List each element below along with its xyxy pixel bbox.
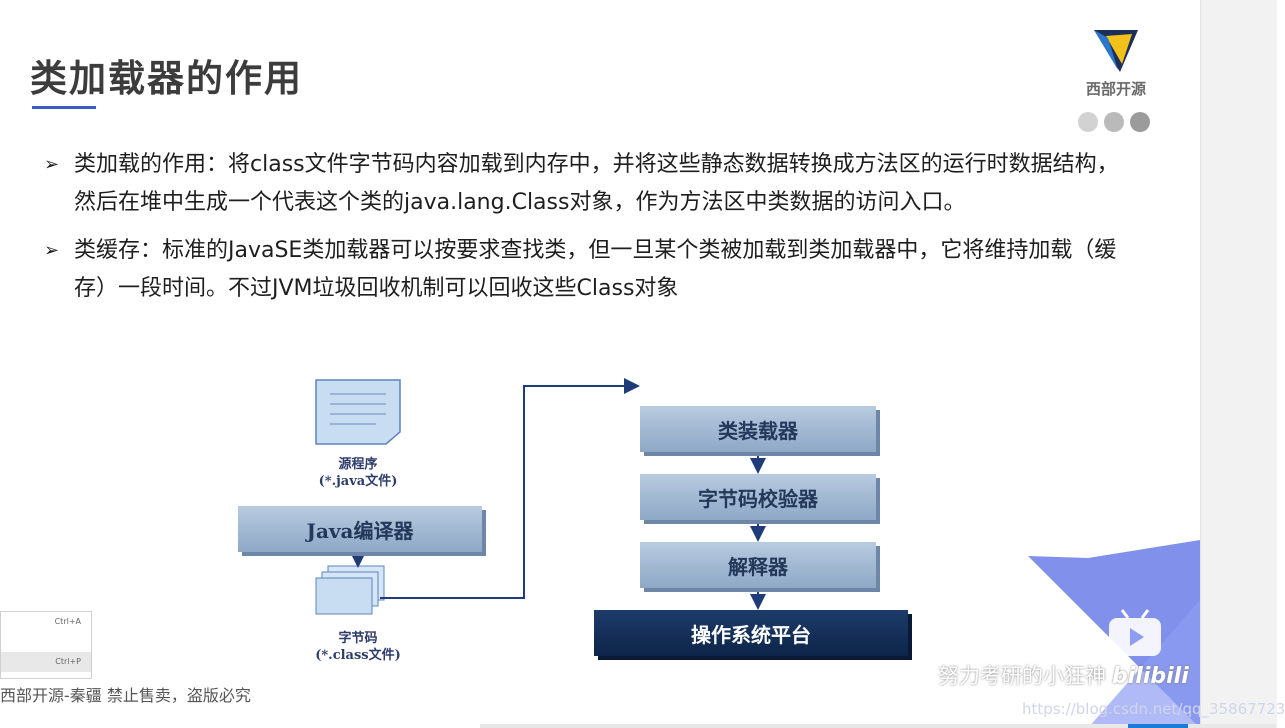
video-watermark: 努力考研的小狂神	[938, 664, 1106, 688]
nav-dot-3	[1130, 112, 1150, 132]
bytecode-verifier-box: 字节码校验器	[640, 474, 876, 520]
menu-item-print[interactable]: Ctrl+P	[1, 652, 91, 672]
bullet-list: ➢ 类加载的作用：将class文件字节码内容加载到内存中，并将这些静态数据转换成…	[44, 146, 1134, 318]
menu-item-select-all[interactable]: Ctrl+A	[54, 617, 81, 626]
logo-text: 西部开源	[1085, 80, 1146, 98]
xibu-logo-icon	[1094, 30, 1138, 72]
right-scroll-panel[interactable]	[1200, 0, 1277, 728]
source-file-icon	[315, 379, 401, 445]
scrollbar-thumb[interactable]	[1128, 724, 1188, 728]
bullet-arrow-icon: ➢	[44, 154, 60, 175]
class-loader-box: 类装载器	[640, 406, 876, 452]
menu-separator	[1, 632, 91, 652]
bullet-item: ➢ 类加载的作用：将class文件字节码内容加载到内存中，并将这些静态数据转换成…	[44, 146, 1134, 222]
source-sub: (*.java文件)	[318, 474, 398, 489]
bottom-scrollbar[interactable]	[480, 724, 1276, 728]
jvm-diagram: 源程序 (*.java文件) Java编译器 字节码 (*.class文件) 类…	[230, 370, 930, 670]
bytecode-sub: (*.class文件)	[315, 648, 401, 663]
title-underline	[32, 106, 96, 109]
bytecode-files-icon	[315, 565, 385, 615]
bullet-text: 类缓存：标准的JavaSE类加载器可以按要求查找类，但一旦某个类被加载到类加载器…	[74, 238, 1117, 301]
context-menu: Ctrl+A Ctrl+P	[0, 611, 92, 679]
bullet-arrow-icon: ➢	[44, 240, 60, 261]
bytecode-caption: 字节码 (*.class文件)	[294, 630, 422, 664]
bilibili-logo: bilibili	[1112, 664, 1189, 689]
source-url: https://blog.csdn.net/qq_35867723	[1022, 700, 1285, 718]
bullet-item: ➢ 类缓存：标准的JavaSE类加载器可以按要求查找类，但一旦某个类被加载到类加…	[44, 232, 1134, 308]
java-compiler-box: Java编译器	[238, 506, 482, 552]
source-caption: 源程序 (*.java文件)	[300, 456, 416, 490]
nav-dot-1	[1078, 112, 1098, 132]
bytecode-label: 字节码	[338, 631, 378, 646]
bullet-text: 类加载的作用：将class文件字节码内容加载到内存中，并将这些静态数据转换成方法…	[74, 152, 1119, 215]
nav-dot-2	[1104, 112, 1124, 132]
footer-copyright: 西部开源-秦疆 禁止售卖，盗版必究	[0, 686, 251, 705]
slide: 类加载器的作用 西部开源 ➢ 类加载的作用：将class文件字节码内容加载到内存…	[0, 30, 1200, 728]
interpreter-box: 解释器	[640, 542, 876, 588]
bilibili-tv-icon	[1109, 609, 1161, 656]
os-platform-box: 操作系统平台	[594, 610, 908, 656]
slide-title: 类加载器的作用	[30, 57, 303, 100]
source-label: 源程序	[338, 457, 378, 472]
